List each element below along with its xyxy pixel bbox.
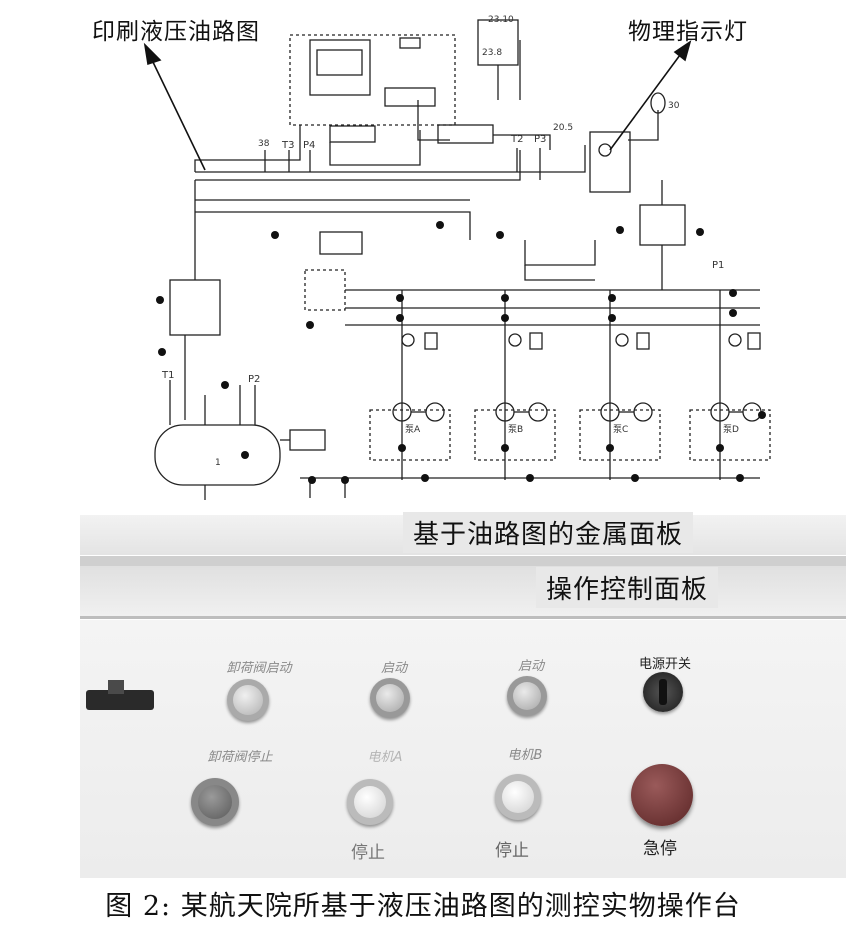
unload-valve-stop-button[interactable] — [191, 778, 239, 826]
callout-left: 印刷液压油路图 — [92, 19, 260, 45]
label-unload-valve-start: 卸荷阀启动 — [226, 661, 292, 676]
label-start-a: 启动 — [380, 661, 408, 676]
label-stop-a: 停止 — [351, 843, 385, 863]
schematic-label-pump-b: 泵B — [508, 424, 523, 435]
motor-a-stop-button-cap — [354, 786, 386, 818]
motor-a-start-button-cap — [376, 684, 404, 712]
panel-divider-line — [80, 616, 846, 619]
schematic-label-indicator: 30 — [668, 101, 680, 111]
schematic-label-p3: P3 — [534, 134, 546, 145]
unload-valve-start-button[interactable] — [227, 679, 269, 721]
label-stop-b: 停止 — [495, 841, 529, 861]
power-switch[interactable] — [643, 672, 683, 712]
power-switch-lever — [659, 679, 667, 705]
schematic-label-t2: T2 — [510, 134, 523, 145]
motor-a-stop-button[interactable] — [347, 779, 393, 825]
schematic-label-gauge-38: 38 — [258, 139, 270, 149]
schematic-label-tank: 1 — [215, 458, 221, 468]
emergency-stop-button[interactable] — [631, 764, 693, 826]
schematic-label-pump-a: 泵A — [405, 424, 421, 435]
label-power-switch: 电源开关 — [638, 657, 692, 672]
key-switch-plate[interactable] — [86, 690, 154, 710]
schematic-label-t3: T3 — [281, 140, 294, 151]
schematic-label-valve-small: 23.8 — [482, 48, 502, 58]
schematic-label-p2: P2 — [248, 374, 260, 385]
motor-b-stop-button[interactable] — [495, 774, 541, 820]
control-panel-label: 操作控制面板 — [536, 567, 719, 608]
label-motor-b: 电机B — [507, 748, 543, 763]
schematic-label-pump-d: 泵D — [723, 424, 739, 435]
hydraulic-schematic: 23.10 23.8 30 38 T3 P4 T2 P3 20.5 P1 T1 … — [143, 15, 771, 500]
unload-valve-stop-button-cap — [198, 785, 232, 819]
schematic-label-p4: P4 — [303, 140, 315, 151]
label-emergency-stop: 急停 — [643, 839, 677, 859]
metal-panel-label: 基于油路图的金属面板 — [403, 512, 694, 553]
schematic-label-t1: T1 — [161, 370, 174, 381]
motor-b-start-button[interactable] — [507, 676, 547, 716]
motor-a-start-button[interactable] — [370, 678, 410, 718]
control-panel — [80, 620, 846, 878]
schematic-label-header-box: 23.10 — [488, 15, 514, 25]
panel-divider-lower — [80, 566, 846, 616]
label-unload-valve-stop: 卸荷阀停止 — [207, 750, 273, 765]
key-switch-knob — [108, 680, 124, 694]
label-start-b: 启动 — [517, 659, 545, 674]
schematic-label-p1: P1 — [712, 260, 724, 271]
label-motor-a: 电机A — [367, 750, 403, 765]
motor-b-start-button-cap — [513, 682, 541, 710]
callout-right: 物理指示灯 — [628, 19, 748, 45]
schematic-label-pump-c: 泵C — [613, 424, 628, 435]
schematic-label-20-5: 20.5 — [553, 123, 573, 133]
unload-valve-start-button-cap — [233, 685, 263, 715]
figure-caption: 图 2: 某航天院所基于液压油路图的测控实物操作台 — [105, 891, 741, 922]
motor-b-stop-button-cap — [502, 781, 534, 813]
panel-divider — [80, 556, 846, 566]
